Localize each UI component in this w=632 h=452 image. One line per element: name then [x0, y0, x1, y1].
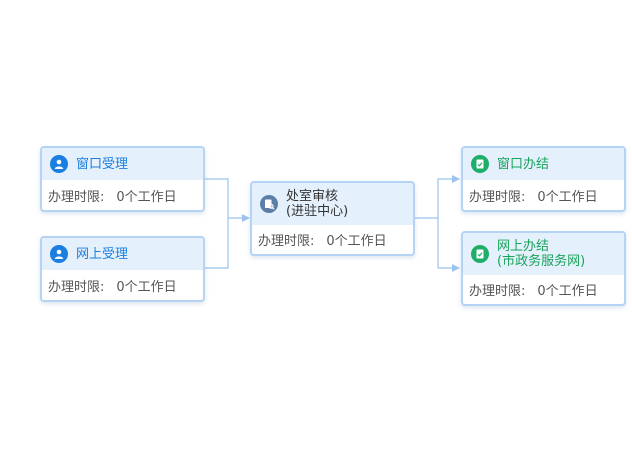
time-limit-value: 0个工作日	[537, 284, 598, 299]
time-limit-value: 0个工作日	[537, 189, 598, 205]
document-review-icon	[260, 195, 278, 213]
time-limit-label: 办理时限:	[48, 189, 105, 205]
time-limit-value: 0个工作日	[326, 234, 387, 249]
node-window-accept[interactable]: 窗口受理 办理时限: 0个工作日	[40, 146, 205, 212]
node-title: 窗口受理	[76, 156, 129, 172]
document-check-icon	[471, 245, 489, 263]
node-title: 网上受理	[76, 246, 129, 262]
node-online-accept[interactable]: 网上受理 办理时限: 0个工作日	[40, 236, 205, 302]
node-title: 网上办结 (市政务服务网)	[497, 239, 585, 269]
user-service-icon	[50, 155, 68, 173]
node-online-complete[interactable]: 网上办结 (市政务服务网) 办理时限: 0个工作日	[461, 231, 626, 306]
node-office-review[interactable]: 处室审核 (进驻中心) 办理时限: 0个工作日	[250, 181, 415, 256]
connector-to-window-complete	[437, 175, 460, 218]
node-title: 窗口办结	[497, 156, 550, 172]
connector-to-online-complete	[437, 218, 460, 272]
document-check-icon	[471, 155, 489, 173]
time-limit-label: 办理时限:	[48, 279, 105, 295]
node-title-line1: 网上办结	[497, 239, 550, 254]
node-title-line2: (市政务服务网)	[497, 254, 586, 269]
time-limit-label: 办理时限:	[258, 234, 315, 249]
user-service-icon	[50, 245, 68, 263]
node-title: 处室审核 (进驻中心)	[286, 189, 348, 219]
node-title-line1: 处室审核	[286, 189, 339, 204]
time-limit-label: 办理时限:	[469, 189, 526, 205]
time-limit-label: 办理时限:	[469, 284, 526, 299]
time-limit-value: 0个工作日	[116, 279, 177, 295]
connector-online-accept	[204, 218, 229, 269]
time-limit-value: 0个工作日	[116, 189, 177, 205]
node-title-line2: (进驻中心)	[286, 204, 349, 219]
node-window-complete[interactable]: 窗口办结 办理时限: 0个工作日	[461, 146, 626, 212]
connector-window-accept	[204, 178, 229, 218]
